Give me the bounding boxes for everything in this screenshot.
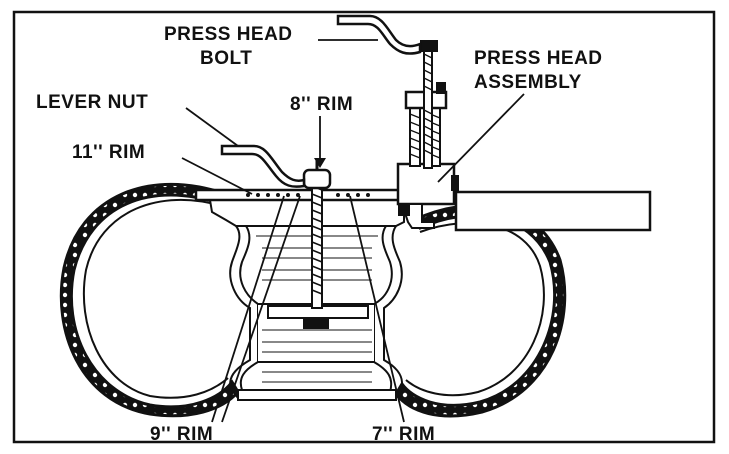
label-press-head-bolt-line2: BOLT xyxy=(200,48,252,69)
center-threaded-bolt xyxy=(220,144,332,309)
wheel-rim xyxy=(208,199,419,401)
leader-lines xyxy=(181,39,525,423)
leader-11-rim xyxy=(181,157,253,195)
tire-left-inner xyxy=(82,198,229,399)
label-press-head-assembly-line2: ASSEMBLY xyxy=(474,72,582,93)
leader-press-head-assembly xyxy=(437,93,525,183)
label-7-rim: 7'' RIM xyxy=(372,424,435,445)
label-9-rim: 9'' RIM xyxy=(150,424,213,445)
tire-right-inner xyxy=(405,222,545,397)
diagram-border xyxy=(12,10,716,444)
lever-nut xyxy=(302,168,332,190)
press-head-assembly xyxy=(336,14,459,229)
leader-7-rim xyxy=(349,195,405,423)
support-beam xyxy=(454,190,652,232)
tire-left-sidewall xyxy=(59,182,240,418)
leader-9-rim-a xyxy=(211,195,285,423)
label-lever-nut: LEVER NUT xyxy=(36,92,148,113)
lever-handle xyxy=(220,144,306,188)
label-press-head-assembly-line1: PRESS HEAD xyxy=(474,48,603,69)
press-head-bolt-handle xyxy=(336,14,422,55)
label-11-rim: 11'' RIM xyxy=(72,142,145,163)
leader-lever-nut xyxy=(185,107,239,147)
label-8-rim: 8'' RIM xyxy=(290,94,353,115)
leader-9-rim-b xyxy=(221,195,301,423)
leader-arrows xyxy=(314,158,326,168)
tire-right-sidewall xyxy=(394,203,567,418)
arrow-8-rim xyxy=(314,158,326,168)
label-press-head-bolt-line1: PRESS HEAD xyxy=(164,24,293,45)
label-group: PRESS HEAD BOLT PRESS HEAD ASSEMBLY LEVE… xyxy=(36,24,603,445)
